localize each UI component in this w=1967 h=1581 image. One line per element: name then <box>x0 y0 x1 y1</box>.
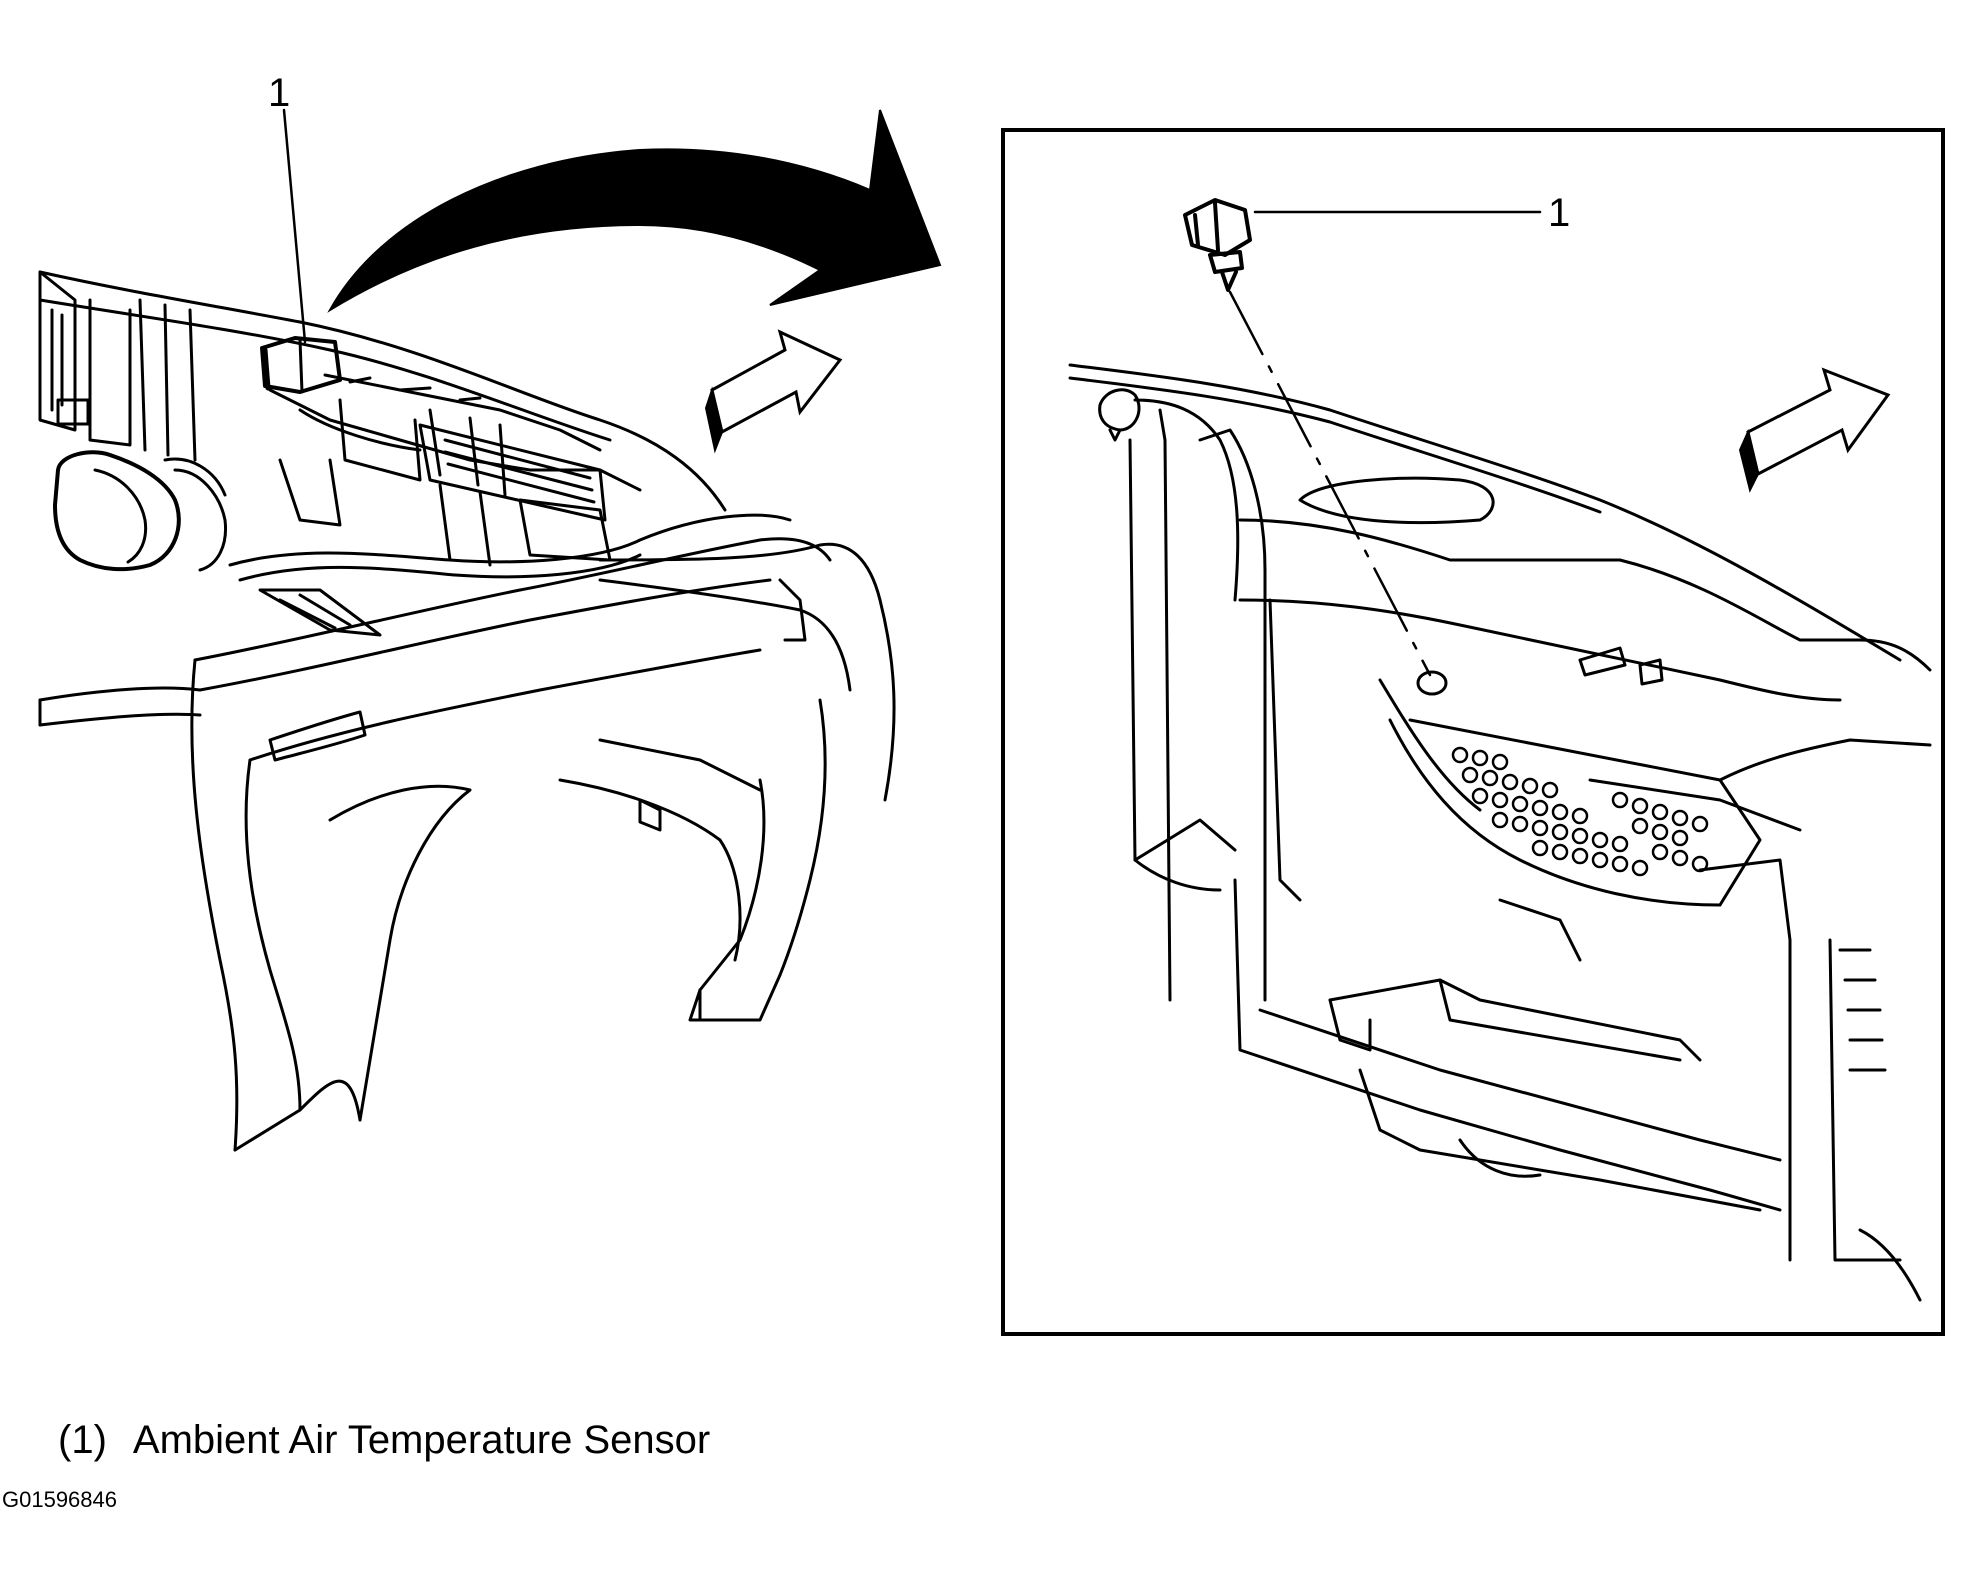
passenger-dash <box>558 542 896 1022</box>
legend-label: Ambient Air Temperature Sensor <box>132 1418 711 1462</box>
grille-holes <box>1451 746 1709 877</box>
dash-pad <box>190 537 832 1152</box>
detail-right-trim <box>1698 738 1932 1302</box>
zoom-arrow <box>327 109 942 313</box>
detail-front-arrow <box>1738 367 1891 493</box>
legend-number: (1) <box>58 1418 107 1462</box>
overview-callout-number: 1 <box>268 71 290 115</box>
defrost-vent <box>228 513 792 637</box>
detail-vent-grille <box>1388 718 1802 907</box>
overview-leader-line <box>282 108 307 344</box>
detail-view <box>1068 198 1932 1302</box>
detail-lower-duct <box>1233 598 1782 1212</box>
figure-id: G01596846 <box>2 1487 117 1512</box>
center-stack <box>268 373 642 567</box>
dash-top-edge-inner <box>38 298 612 442</box>
overview-sensor <box>260 336 342 394</box>
sensor-mounting-hole <box>1416 670 1448 696</box>
overview-front-arrow <box>704 329 843 454</box>
overview-view <box>38 108 896 1152</box>
legend-caption: (1) Ambient Air Temperature Sensor <box>58 1418 710 1463</box>
left-switch-cluster <box>38 270 197 462</box>
detail-sensor <box>1183 198 1252 292</box>
detail-callout-number: 1 <box>1548 191 1570 235</box>
cowl-line <box>1068 363 1902 662</box>
detail-dash-pad <box>1238 476 1932 702</box>
lower-left-panel <box>38 686 202 727</box>
detail-install-line <box>1228 290 1432 677</box>
steering-hub <box>53 450 228 572</box>
dash-top-edge <box>38 270 727 512</box>
detail-left-pillar <box>1098 388 1267 1002</box>
